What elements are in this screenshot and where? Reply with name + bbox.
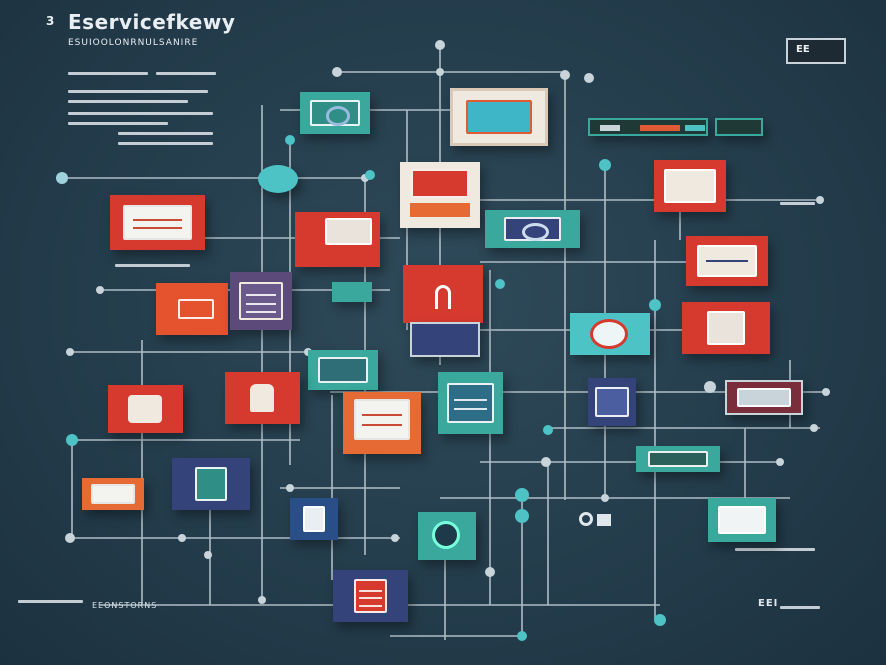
status-label-node[interactable] [715,118,763,136]
text-line [156,72,216,75]
text-line [780,202,815,205]
phone-icon [303,505,325,533]
database-node[interactable] [588,378,636,426]
archive-node[interactable] [333,570,408,622]
document-node[interactable] [110,195,205,250]
status-bar-node[interactable] [588,118,708,136]
screen-node[interactable] [682,302,770,354]
switch-node[interactable] [332,282,372,302]
card-node[interactable] [82,478,144,510]
disc-icon [432,521,460,549]
target-icon [590,319,628,349]
file-icon [447,383,494,423]
document-icon [123,204,192,241]
router-icon [504,216,561,242]
card-icon [90,483,136,505]
footer-right-label: EEI [758,598,779,609]
text-line [68,100,188,103]
terminal-icon [717,505,767,535]
screen-icon [706,311,746,345]
text-line [68,112,213,115]
box-icon [597,514,611,526]
drawer-node[interactable] [410,322,480,357]
robot-icon [250,384,274,412]
router-node[interactable] [485,210,580,248]
phone-node[interactable] [290,498,338,540]
page-subtitle: ESUIOOLONRNULSANIRE [68,38,199,48]
laptop-node[interactable] [295,212,380,267]
tablet-icon [317,357,369,383]
database-icon [594,386,630,418]
camera-node[interactable] [108,385,183,433]
text-line [118,132,213,135]
clipboard-node[interactable] [343,392,421,454]
keyboard-node[interactable] [636,446,720,472]
text-line [780,606,820,609]
monitor-node[interactable] [450,88,548,146]
text-line [18,600,83,603]
laptop-icon [324,217,372,245]
archive-icon [354,579,387,613]
gear-node[interactable] [575,508,615,532]
rack-icon [737,387,791,408]
upload-node[interactable] [403,265,483,323]
text-line [68,90,208,93]
text-line [115,264,190,267]
tablet-node[interactable] [308,350,378,390]
rack-node[interactable] [725,380,803,415]
window-node[interactable] [172,458,250,510]
text-line [68,122,168,125]
target-node[interactable] [570,313,650,355]
hub-node[interactable] [258,165,298,193]
page-title: Eservicefkewy [68,10,236,34]
text-line [118,142,213,145]
keyboard-icon [647,451,709,467]
text-line [68,72,148,75]
storage-icon [697,245,757,277]
window-icon [195,467,227,501]
server-icon [309,99,361,127]
clipboard-icon [353,399,411,441]
storage-node[interactable] [686,236,768,286]
gear-icon [579,512,593,526]
list-icon [238,282,284,320]
badge-label: EE [796,44,810,55]
file-node[interactable] [438,372,503,434]
folder-node[interactable] [156,283,228,335]
camera-icon [128,395,162,423]
terminal-node[interactable] [708,498,776,542]
disc-node[interactable] [418,512,476,560]
display-icon [664,169,716,203]
header-number: 3 [46,14,55,28]
printer-icon [411,168,469,199]
top-right-badge: EE [786,38,846,64]
monitor-icon [465,100,533,134]
robot-node[interactable] [225,372,300,424]
server-node[interactable] [300,92,370,134]
printer-node[interactable] [400,162,480,228]
list-node[interactable] [230,272,292,330]
upload-icon [435,285,451,309]
folder-icon [177,298,214,320]
display-node[interactable] [654,160,726,212]
text-line [735,548,815,551]
